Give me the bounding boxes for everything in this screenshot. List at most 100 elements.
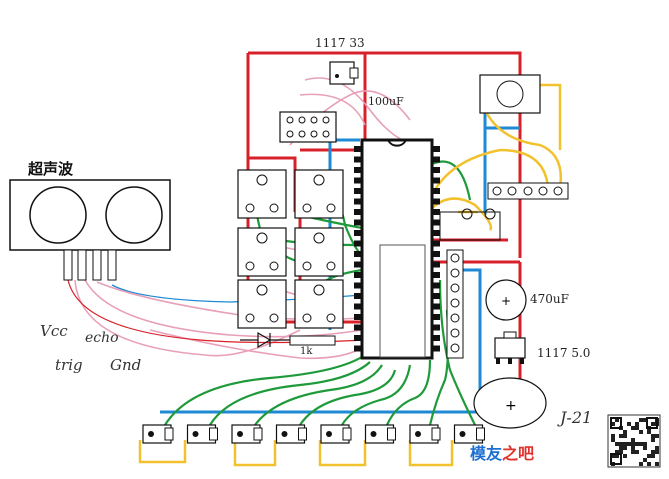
qr-module: [615, 442, 619, 446]
mcu-pin: [354, 335, 362, 341]
gnd-label: Gnd: [110, 356, 142, 374]
qr-module: [623, 454, 627, 458]
mcu-pin: [354, 209, 362, 215]
qr-module: [643, 442, 647, 446]
module-pad: [269, 261, 279, 271]
qr-module: [647, 454, 651, 458]
trig-label: trig: [55, 356, 83, 374]
module-pad: [326, 313, 336, 323]
module-pad: [245, 313, 255, 323]
module-pad: [313, 232, 325, 244]
module-pad: [313, 284, 325, 296]
mcu-pin: [354, 314, 362, 320]
mcu-pin: [354, 198, 362, 205]
mcu-pin: [354, 230, 362, 236]
module-pad: [313, 174, 325, 186]
qr-module: [623, 442, 627, 446]
qr-module: [643, 418, 647, 422]
qr-module: [611, 454, 615, 458]
mcu-pin: [432, 293, 440, 299]
mcu-pin: [432, 303, 440, 310]
resistor: [289, 335, 336, 346]
module: [294, 227, 344, 277]
qr-module: [655, 434, 659, 438]
mcu-pin: [432, 240, 440, 247]
mcu-pin: [354, 303, 362, 310]
mcu-pin: [432, 219, 440, 226]
qr-module: [631, 450, 635, 454]
qr-module: [611, 422, 615, 426]
qr-module: [623, 434, 627, 438]
mcu-pin: [354, 240, 362, 247]
servo-shaft: [459, 431, 466, 437]
servo-tab: [253, 427, 263, 441]
module: [294, 169, 344, 219]
servo-tab: [387, 427, 396, 441]
mcu-pin: [432, 272, 440, 278]
mcu-pin: [354, 324, 362, 331]
qr-module: [627, 422, 631, 426]
servo-tab: [476, 427, 485, 441]
qr-module: [651, 454, 655, 458]
qr-finder: [610, 453, 622, 465]
mcu-pin: [354, 272, 362, 278]
led: [240, 331, 290, 349]
signature: J-21: [560, 408, 593, 427]
svg-text:+: +: [501, 294, 511, 308]
qr-module: [619, 434, 623, 438]
qr-code: [607, 414, 661, 468]
regulator-top: [329, 61, 359, 85]
qr-module: [635, 422, 639, 426]
mcu-pin: [432, 209, 440, 215]
qr-module: [631, 442, 635, 446]
yellow-wires: [138, 83, 563, 467]
mcu-pin: [354, 251, 362, 257]
sensor-title: 超声波: [28, 160, 74, 178]
module-pad: [256, 284, 268, 296]
header-5pin: [487, 182, 569, 200]
module: [237, 227, 287, 277]
mcu-pin: [432, 188, 440, 194]
qr-module: [615, 450, 619, 454]
qr-module: [623, 446, 627, 450]
module-pad: [302, 261, 312, 271]
qr-module: [647, 462, 651, 466]
servo-shaft: [281, 431, 288, 437]
ultrasonic-sensor: [9, 179, 171, 281]
header-block-4x2: [279, 111, 337, 143]
servo-shaft: [415, 431, 421, 437]
mcu-pin: [432, 324, 440, 331]
mcu-pin: [432, 335, 440, 341]
qr-module: [611, 434, 615, 438]
watermark-logo: 模友之吧: [470, 440, 534, 464]
module-grid: [237, 169, 344, 329]
module-pad: [245, 261, 255, 271]
mcu-pin: [354, 282, 362, 289]
mcu-pin: [432, 282, 440, 289]
mcu-pin: [432, 314, 440, 320]
servo-tab: [342, 427, 352, 441]
mcu-pin: [432, 230, 440, 236]
mcu-pin: [354, 261, 362, 268]
module: [237, 279, 287, 329]
qr-module: [643, 458, 647, 462]
qr-module: [647, 430, 651, 434]
mcu-pin: [354, 345, 362, 352]
mcu-pin: [432, 261, 440, 268]
qr-module: [635, 442, 639, 446]
mcu-pin: [354, 167, 362, 173]
module-pad: [302, 313, 312, 323]
mcu-pin: [354, 293, 362, 299]
mcu-pin: [432, 156, 440, 163]
module: [237, 169, 287, 219]
qr-module: [631, 438, 635, 442]
qr-module: [655, 462, 659, 466]
servo-shaft: [370, 431, 377, 437]
qr-module: [619, 442, 623, 446]
mcu-pin: [432, 251, 440, 257]
qr-module: [655, 450, 659, 454]
qr-module: [611, 438, 615, 442]
cap-big-label: 470uF: [530, 292, 569, 306]
mcu-pin: [354, 156, 362, 163]
mcu-pin: [432, 167, 440, 173]
